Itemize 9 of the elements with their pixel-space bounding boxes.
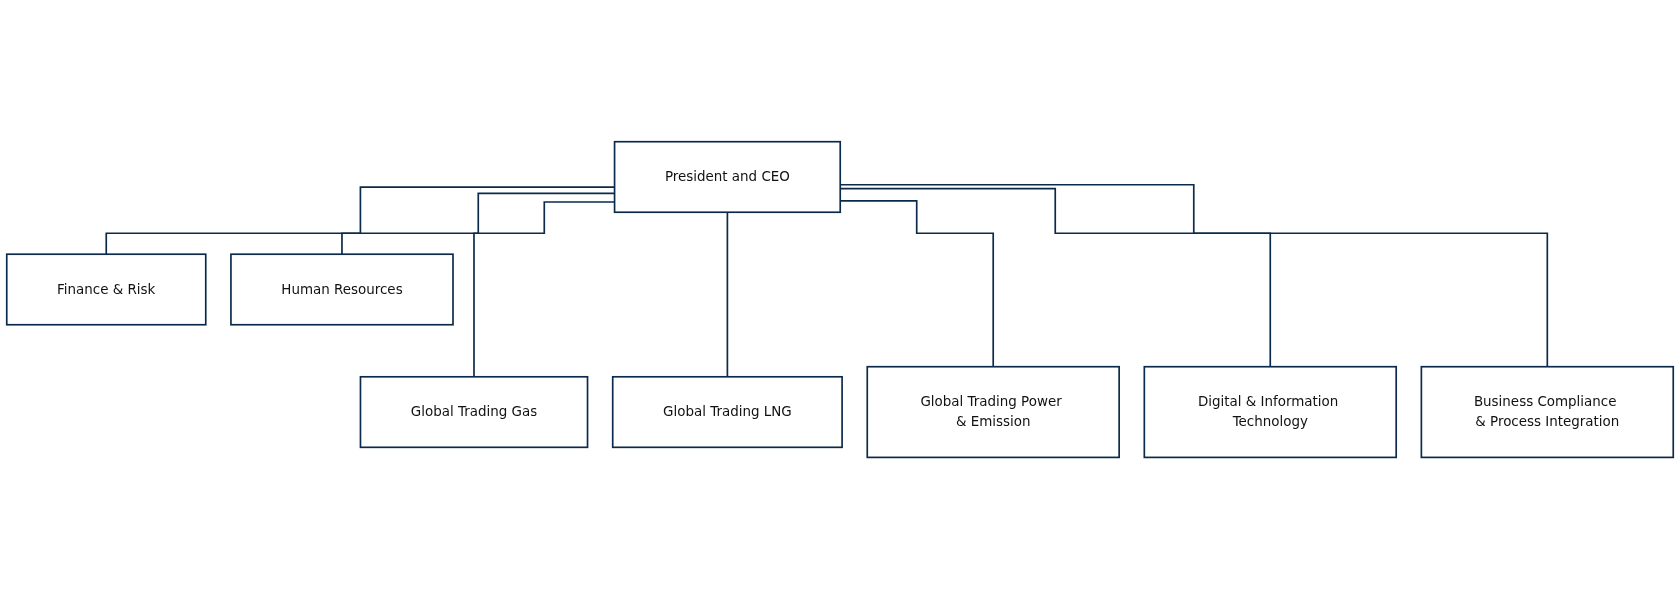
connector: [726, 211, 729, 378]
node-box: Business Compliance & Process Integration: [1420, 365, 1675, 459]
node-box: President and CEO: [613, 140, 842, 213]
node-box: Human Resources: [230, 253, 454, 326]
node-box: Finance & Risk: [5, 253, 207, 326]
node-box: Global Trading Power & Emission: [866, 365, 1120, 459]
node-box: Global Trading LNG: [611, 375, 843, 449]
node-box: Digital & Information Technology: [1143, 365, 1398, 459]
node-box: Global Trading Gas: [359, 375, 589, 449]
